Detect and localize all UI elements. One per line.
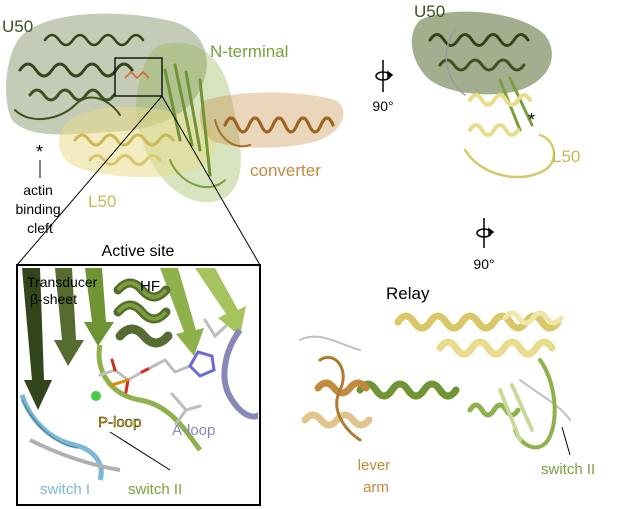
transducer-strand [22,268,52,410]
rot-u50-label: U50 [414,2,445,21]
transducer-label: Transducer β-sheet [27,274,101,307]
n-terminal-loop [169,159,226,189]
l50-helix [73,133,175,147]
rotation-icon [476,218,495,248]
switch-i-ribbon [21,399,79,449]
n-terminal-strand [160,268,204,356]
active-site-title: Active site [102,243,175,260]
switch-ii-ribbon [96,344,203,452]
relay-l50-helix [502,310,564,326]
hf-label: HF [140,278,160,295]
grey-loop [29,438,121,472]
hf-helix [116,281,168,321]
relay-structure [299,310,571,450]
converter-loop [214,119,251,148]
rot-l50-loop [463,133,556,179]
converter-halo [199,92,344,148]
p-loop-label: P-loop [98,414,141,431]
relay-strand [498,383,534,442]
transducer-line: Transducer [27,274,98,290]
n-terminal-strand [163,63,212,177]
rotation-bottom-label: 90° [473,256,494,272]
switch-ii-inset-label: switch II [128,481,182,498]
transducer-strand [54,268,84,366]
zoom-line [16,95,163,266]
lever-arm-label: lever arm [358,457,395,496]
rotation-top-label: 90° [372,98,393,114]
rot-l50-label: L50 [552,147,580,166]
rot-asterisk-label: * [528,110,535,130]
a-loop-label: A-loop [172,422,215,439]
u50-halo [6,13,207,135]
actin-cleft-label: actin binding cleft [15,182,64,236]
relay-title: Relay [386,284,430,303]
lever-loop [318,355,362,442]
transducer-line: β-sheet [30,291,77,307]
relay-l50-helix [436,338,556,358]
rot-l50-body [468,93,532,137]
switch-ii-pointer [109,431,171,471]
lever-arm-line: lever [358,457,391,474]
rotated-view [411,11,556,179]
u50-label: U50 [2,17,33,36]
switch-ii-relay-label: switch II [541,461,595,478]
rot-u50-helix [428,33,530,47]
switch-ii-relay-loop [513,358,557,450]
u50-loop [14,96,121,121]
converter-label: converter [250,161,321,180]
n-terminal-strand [84,268,114,346]
rot-grey-loop [445,29,466,96]
converter-helix [223,116,335,134]
rot-u50-body [411,11,552,95]
u50-helix [28,88,116,102]
active-site-highlight-box [114,57,163,97]
main-structure [6,13,344,266]
l50-label: L50 [88,192,116,211]
switch-i-label: switch I [40,481,90,498]
u50-helix [43,33,145,47]
n-terminal-strand [195,268,246,336]
magnesium-ion [91,391,101,401]
rot-u50-helix [438,58,526,72]
actin-cleft-line: cleft [27,220,53,236]
actin-cleft-line: actin [23,182,53,198]
rotation-icon [375,60,394,92]
relay-loop [299,335,571,421]
lever-helix [301,411,373,429]
active-site-inset [16,264,261,506]
actin-cleft-line: binding [15,201,60,217]
zoom-line [161,95,261,266]
l50-helix [88,154,162,166]
lever-arm-line: arm [363,479,389,496]
a-loop-ribbon [221,328,258,420]
asterisk-label: * [36,142,43,162]
lever-helix [314,379,370,397]
n-terminal-label: N-terminal [210,42,288,61]
switch-ii-relay-pointer [561,426,571,456]
active-site-ligand [124,70,150,80]
atp-ligand [98,318,228,426]
relay-helix [356,380,460,400]
